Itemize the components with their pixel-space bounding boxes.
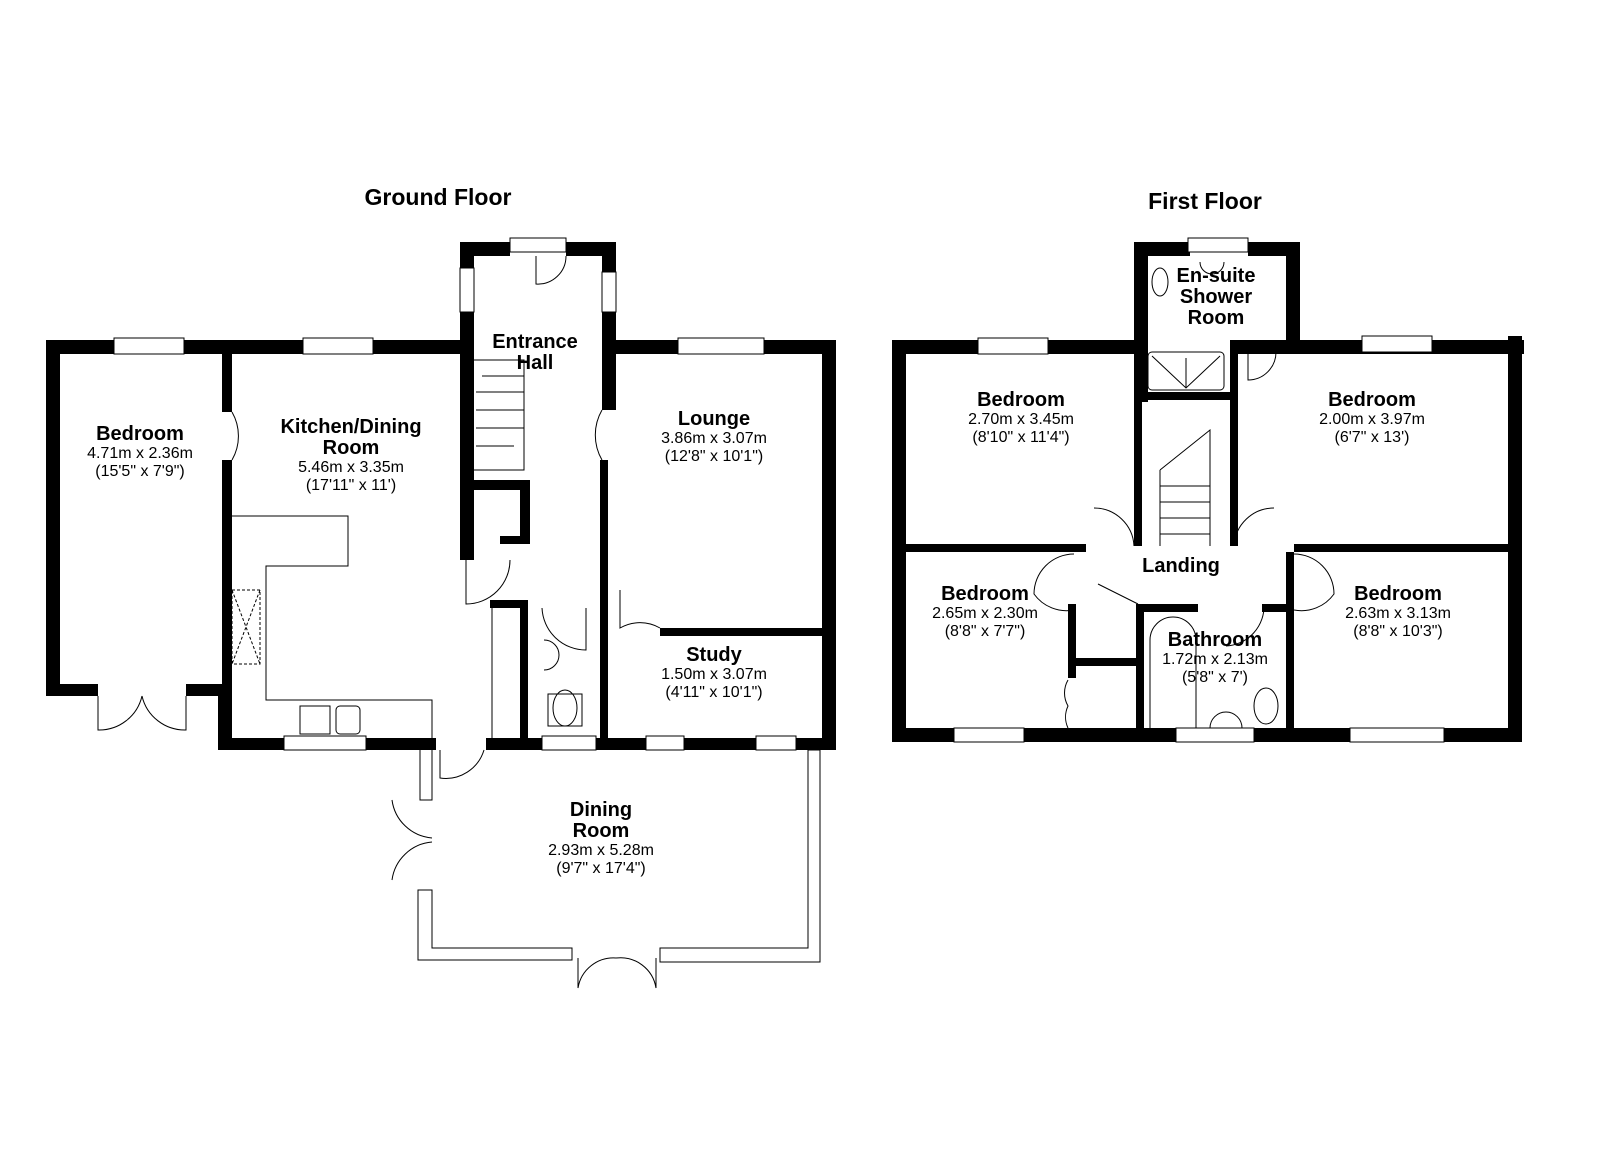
floor-title-first: First Floor: [1148, 188, 1262, 214]
room-label-study: Study 1.50m x 3.07m (4'11" x 10'1"): [661, 644, 767, 701]
room-label-bedroom-1: Bedroom 2.70m x 3.45m (8'10" x 11'4"): [968, 389, 1074, 446]
first-floor-walls: [892, 242, 1524, 742]
room-label-bedroom: Bedroom 4.71m x 2.36m (15'5" x 7'9"): [87, 423, 193, 480]
room-label-bedroom-3: Bedroom 2.65m x 2.30m (8'8" x 7'7"): [932, 583, 1038, 640]
ground-floor-fixtures: [97, 237, 821, 989]
first-floor-fixtures: [953, 237, 1445, 743]
room-label-bathroom: Bathroom 1.72m x 2.13m (5'8" x 7'): [1162, 629, 1268, 686]
floor-title-ground: Ground Floor: [364, 184, 512, 210]
room-label-ensuite: En-suite Shower Room: [1176, 265, 1256, 329]
room-label-landing: Landing: [1142, 555, 1220, 577]
room-label-dining-room: Dining Room 2.93m x 5.28m (9'7" x 17'4"): [548, 799, 654, 877]
room-label-bedroom-2: Bedroom 2.00m x 3.97m (6'7" x 13'): [1319, 389, 1425, 446]
room-label-kitchen-dining: Kitchen/Dining Room 5.46m x 3.35m (17'11…: [280, 416, 422, 494]
ground-floor-walls: [46, 242, 836, 750]
room-label-entrance-hall: Entrance Hall: [492, 331, 578, 374]
room-label-bedroom-4: Bedroom 2.63m x 3.13m (8'8" x 10'3"): [1345, 583, 1451, 640]
room-label-lounge: Lounge 3.86m x 3.07m (12'8" x 10'1"): [661, 408, 767, 465]
